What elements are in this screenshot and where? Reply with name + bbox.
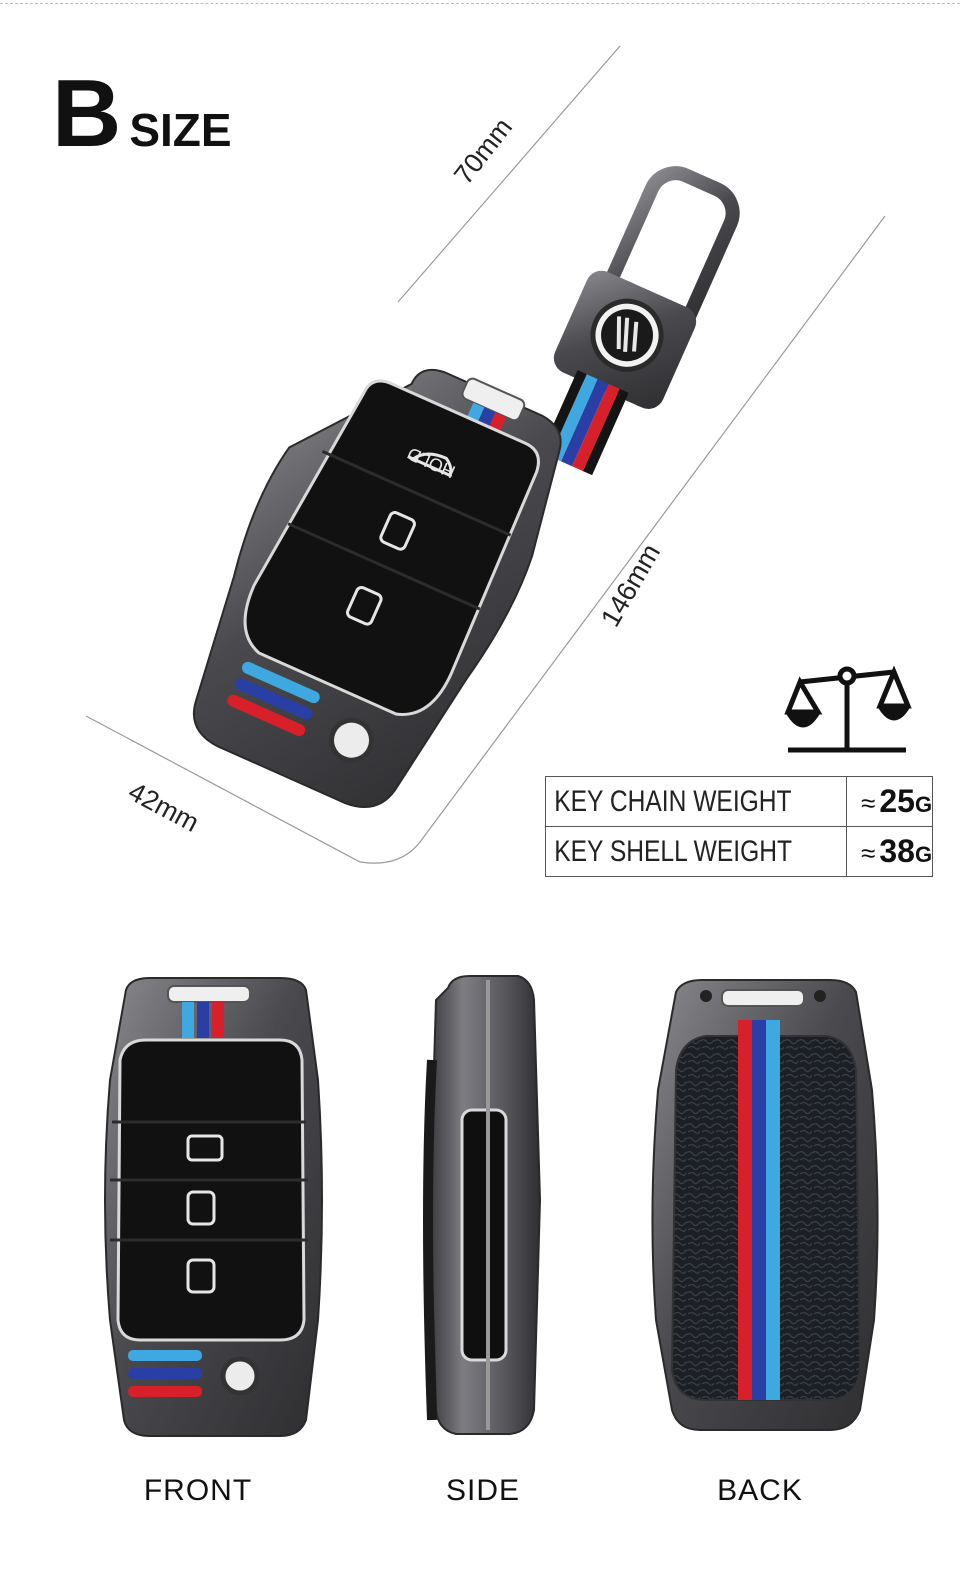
shell-dimension-line — [85, 215, 886, 864]
back-view-key — [651, 979, 879, 1431]
weight-unit: G — [914, 792, 933, 817]
main-key-front: HOLD — [192, 166, 740, 808]
size-heading: B SIZE — [52, 66, 232, 162]
side-view-key — [423, 975, 542, 1435]
balance-scale-icon — [784, 665, 912, 753]
approx-sign: ≈ — [861, 838, 876, 868]
weight-table: KEY CHAIN WEIGHT ≈25G KEY SHELL WEIGHT ≈… — [544, 776, 934, 877]
side-caption: SIDE — [445, 1474, 521, 1507]
weight-value: 38 — [879, 833, 915, 869]
weight-label: KEY CHAIN WEIGHT — [554, 784, 792, 818]
weight-row: KEY CHAIN WEIGHT ≈25G — [544, 776, 934, 827]
lock-icon — [346, 585, 383, 626]
trunk-icon — [407, 452, 453, 478]
top-dashed-divider — [0, 3, 960, 4]
keychain-dimension-line — [397, 45, 621, 303]
front-view-key — [104, 977, 323, 1437]
back-caption: BACK — [717, 1474, 803, 1507]
weight-unit: G — [914, 842, 933, 867]
front-caption: FRONT — [143, 1474, 253, 1507]
weight-value: 25 — [879, 783, 915, 819]
weight-row: KEY SHELL WEIGHT ≈38G — [544, 826, 934, 877]
weight-label: KEY SHELL WEIGHT — [554, 834, 793, 868]
size-letter: B — [52, 60, 121, 167]
approx-sign: ≈ — [861, 788, 876, 818]
unlock-icon — [379, 511, 416, 551]
size-word: SIZE — [129, 104, 232, 156]
